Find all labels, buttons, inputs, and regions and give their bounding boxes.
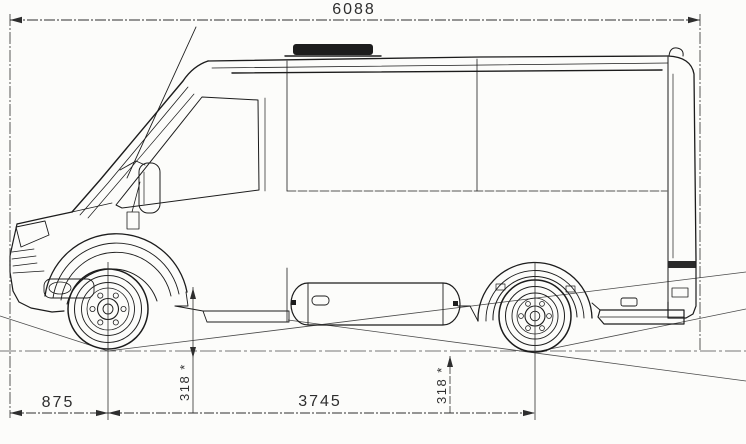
cab-window — [115, 96, 260, 209]
mirror-arm — [119, 160, 146, 171]
tank-plate — [311, 295, 330, 306]
mirror-lower — [126, 181, 141, 230]
antenna — [126, 26, 197, 179]
dimension-annotations — [9, 14, 701, 420]
hood-line — [16, 211, 73, 225]
label-clearance-rear: 318 * — [434, 366, 449, 404]
bumper-crease — [12, 270, 45, 274]
van-body — [9, 26, 697, 353]
headlight — [15, 220, 50, 248]
windshield-inner2 — [87, 93, 195, 219]
skirt-lines — [174, 302, 601, 312]
roof-line — [207, 55, 669, 62]
roof-vent — [293, 44, 373, 55]
rear-bracket — [671, 287, 689, 298]
fog-lamp-recess — [43, 278, 95, 299]
license-lamp — [620, 297, 638, 307]
windshield-inner — [79, 86, 189, 216]
cab-step — [202, 310, 290, 323]
dim-clearance-front — [190, 287, 196, 413]
dim-overall-length — [9, 14, 701, 418]
front-bumper — [9, 223, 65, 313]
windshield-outer — [71, 60, 209, 213]
roof-line-lower — [211, 62, 669, 69]
tank-mount-front — [291, 300, 296, 305]
rear-lower-panel — [667, 259, 697, 319]
fuel-tank — [290, 282, 461, 326]
departure-angle-line — [534, 308, 746, 353]
ramp-angle-line-front — [107, 271, 746, 352]
fog-lamp — [48, 281, 72, 295]
side-mirror — [119, 160, 161, 230]
label-overall-length: 6088 — [332, 1, 376, 18]
tank-mount-rear — [453, 301, 458, 306]
rain-gutter — [231, 69, 663, 74]
label-front-overhang: 875 — [42, 394, 75, 411]
dim-clearance-rear — [447, 356, 453, 413]
label-clearance-front: 318 * — [177, 363, 192, 401]
rear-corner — [667, 55, 697, 261]
rear-marker-lamp — [668, 47, 684, 57]
grille-slats — [11, 248, 38, 267]
ramp-angle-line-rear — [287, 319, 746, 382]
label-wheelbase: 3745 — [298, 393, 342, 410]
mirror-housing — [138, 162, 161, 214]
dim-bottom-chain — [10, 262, 536, 420]
cowl-line — [71, 202, 113, 213]
rear-dark-band — [668, 261, 696, 268]
rear-step — [597, 309, 685, 325]
rear-fender — [469, 261, 593, 322]
